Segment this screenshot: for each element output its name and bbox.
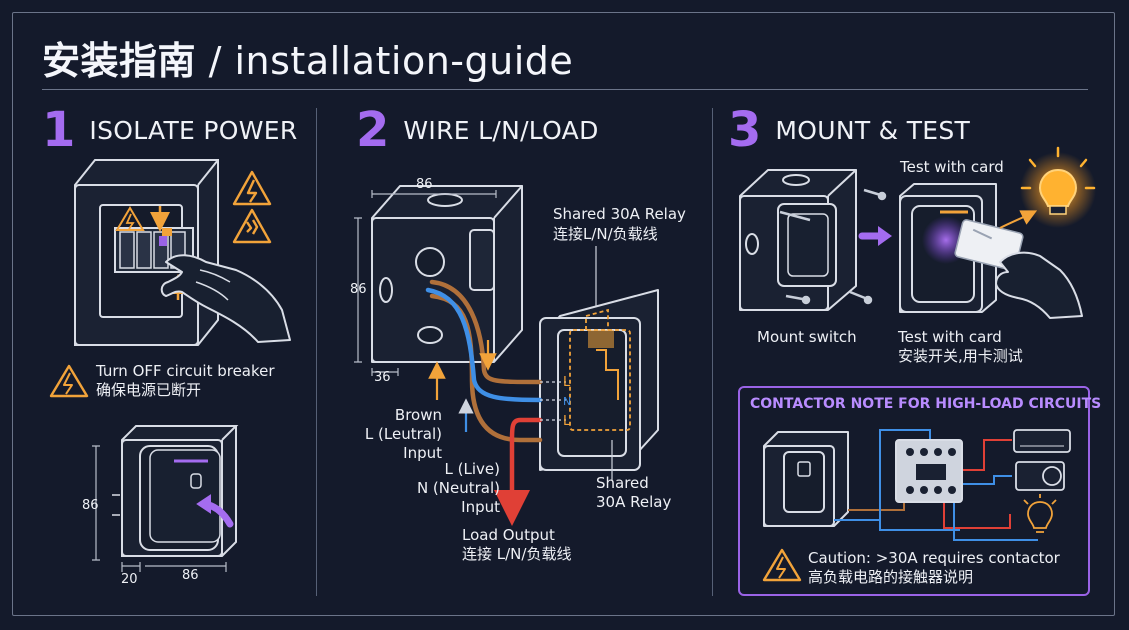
caution-en: Caution: >30A requires contactor: [808, 549, 1060, 567]
column-divider-2: [712, 108, 713, 596]
lightbulb-icon: [1020, 146, 1096, 228]
arrow-icon: [999, 210, 1038, 229]
relay-contact: [596, 349, 619, 400]
switch-with-relay: [539, 289, 659, 471]
contactor-wires: [834, 429, 1038, 541]
ac-unit-icon: [1013, 429, 1071, 453]
hand-icon: [995, 251, 1083, 319]
breaker-panel: [74, 159, 219, 346]
title-en: / installation-guide: [196, 39, 574, 83]
switch-dimension-drawing: [112, 425, 239, 557]
step-3-heading: 3 MOUNT & TEST: [728, 106, 970, 154]
contactor-note-box: [738, 386, 1090, 596]
warning-icon: [762, 548, 802, 582]
step-2-heading: 2 WIRE L/N/LOAD: [356, 106, 599, 154]
column-divider-1: [316, 108, 317, 596]
relay-coil: [588, 330, 614, 348]
step-2-label: WIRE L/N/LOAD: [403, 115, 599, 145]
step1-dim-depth: 20: [121, 572, 138, 587]
appliance-icon: [1015, 461, 1065, 491]
dimension-lines: [92, 445, 227, 572]
wires: [425, 279, 543, 526]
step2-dim-width: 86: [416, 177, 433, 192]
outer-frame: [12, 12, 1115, 616]
step-1-label: ISOLATE POWER: [89, 115, 298, 145]
contactor-device: [895, 439, 963, 503]
step2-dim-height: 86: [350, 282, 367, 297]
mount-label: Mount switch: [757, 328, 857, 346]
electric-hazard-icon: [232, 170, 272, 206]
step-1-heading: 1 ISOLATE POWER: [42, 106, 298, 154]
wire-blue: [425, 287, 543, 403]
title-zh: 安装指南: [42, 39, 197, 83]
load-output-en: Load Output: [462, 526, 555, 544]
mount-box: [739, 169, 857, 311]
load-output-zh: 连接 L/N/负载线: [462, 545, 572, 563]
caution-zh: 高负载电路的接触器说明: [808, 568, 974, 586]
warning-icon: [49, 364, 89, 398]
step2-dim-depth: 36: [374, 370, 391, 385]
step1-dim-width: 86: [182, 568, 199, 583]
terminal-n: N: [563, 395, 572, 408]
step1-note-en: Turn OFF circuit breaker: [96, 362, 275, 380]
live-label-3: Input: [461, 498, 500, 516]
title-divider: [42, 89, 1088, 90]
step-2-number: 2: [356, 102, 390, 158]
arrow-icon: [196, 494, 211, 514]
junction-box: [371, 185, 523, 363]
brown-label-2: L (Leutral): [364, 425, 442, 443]
wire-red: [494, 417, 543, 526]
relay-label-en: Shared 30A Relay: [553, 205, 686, 223]
step-3-label: MOUNT & TEST: [775, 115, 971, 145]
terminal-load: L: [563, 414, 571, 429]
contactor-note-title: CONTACTOR NOTE FOR HIGH-LOAD CIRCUITS: [750, 396, 1102, 412]
relay-label-zh: 连接L/N/负载线: [553, 225, 658, 243]
lightbulb-icon: [1023, 494, 1057, 533]
step-3-number: 3: [728, 102, 762, 158]
brown-label-3: Input: [403, 444, 442, 462]
step1-note-zh: 确保电源已断开: [96, 381, 202, 399]
test-label-top: Test with card: [900, 158, 1004, 176]
arrow-icon: [878, 226, 892, 246]
step1-dim-height: 86: [82, 498, 99, 513]
test-label-bottom-zh: 安装开关,用卡测试: [898, 347, 1023, 365]
relay-module: [569, 308, 631, 431]
contactor-switch: [763, 431, 849, 527]
live-label-2: N (Neutral): [416, 479, 500, 497]
relay2-label-2: 30A Relay: [596, 493, 672, 511]
terminal-l: L: [563, 375, 571, 390]
live-label-1: L (Live): [444, 460, 500, 478]
hand-icon: [160, 254, 291, 343]
step-1-number: 1: [42, 102, 76, 158]
relay2-label-1: Shared: [596, 474, 649, 492]
dimension-lines: [354, 190, 497, 376]
brown-label-1: Brown: [394, 406, 442, 424]
screws: [779, 188, 887, 305]
electric-hazard-icon: [232, 208, 272, 244]
page-title: 安装指南 / installation-guide: [42, 30, 573, 85]
test-label-bottom-en: Test with card: [898, 328, 1002, 346]
terminal-dashes: [540, 381, 566, 421]
warning-icon: [115, 206, 145, 231]
